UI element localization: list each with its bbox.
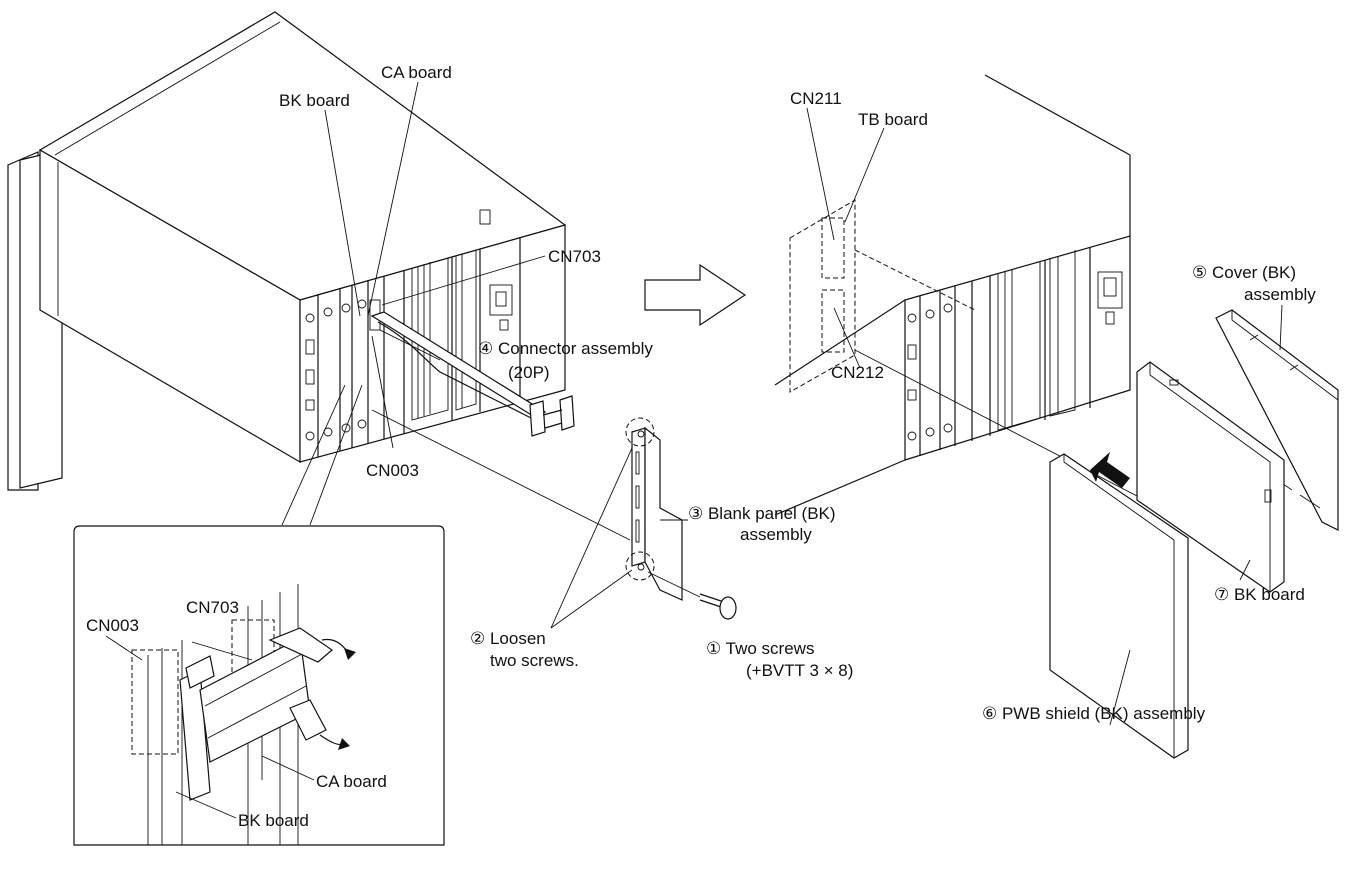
label-inset-ca-board: CA board [316,772,387,791]
label-cn003-top: CN003 [366,461,419,480]
label-two-screws-1: ① Two screws [706,639,814,658]
leader-tb-board [844,127,885,223]
leader-cn211 [806,107,835,241]
left-unit-chassis [7,11,567,491]
label-cn211: CN211 [790,89,842,108]
leader-loosen-2 [550,569,633,629]
inset-callout-line-left [281,384,346,526]
leader-blank-panel [371,409,631,541]
leader-cover [1279,304,1283,351]
leader-inset-cn703 [191,641,253,661]
label-cover-bk-2: assembly [1244,285,1316,304]
label-pwb-shield: ⑥ PWB shield (BK) assembly [982,704,1206,723]
label-bk-board-top: BK board [279,91,350,110]
leader-cn003 [371,335,394,449]
label-connector-assembly-2: (20P) [508,363,550,382]
leader-inset-ca [261,755,315,781]
label-loosen-2: two screws. [490,651,579,670]
leader-loosen-1 [550,447,633,629]
label-connector-assembly-1: ④ Connector assembly [478,339,653,358]
label-blank-panel-1: ③ Blank panel (BK) [688,504,836,523]
label-loosen-1: ② Loosen [470,629,546,648]
label-cn703-top: CN703 [548,247,601,266]
label-blank-panel-2: assembly [740,525,812,544]
connector-assembly-cable [370,311,575,437]
leader-bk-right [1239,559,1251,581]
label-two-screws-2: (+BVTT 3 × 8) [746,661,853,680]
label-tb-board: TB board [858,110,928,129]
blank-panel-assembly [625,417,688,601]
label-inset-cn703: CN703 [186,598,239,617]
leader-pwb-shield [1109,649,1131,726]
bk-board-right [1136,361,1285,593]
leader-ca-board [367,81,419,317]
label-cn212: CN212 [831,363,884,382]
detail-inset [73,525,445,846]
label-inset-bk-board: BK board [238,811,309,830]
removal-arrow [1090,452,1130,488]
leader-cn703 [381,255,546,306]
leader-inset-cn003 [105,635,143,661]
screw [647,571,737,620]
label-ca-board-top: CA board [381,63,452,82]
tb-board-dashed [789,107,1219,539]
leader-cn212 [833,307,861,369]
right-unit-chassis [774,74,1131,516]
leader-bk-board [324,109,361,317]
label-cover-bk-1: ⑤ Cover (BK) [1192,263,1296,282]
label-inset-cn003: CN003 [86,616,139,635]
direction-arrow [644,263,747,327]
leader-inset-bk [175,791,237,819]
inset-callout-line-right [309,384,363,526]
pwb-shield-assembly [1049,453,1189,759]
label-bk-board-right: ⑦ BK board [1214,585,1305,604]
cover-bk-assembly [1215,304,1339,531]
